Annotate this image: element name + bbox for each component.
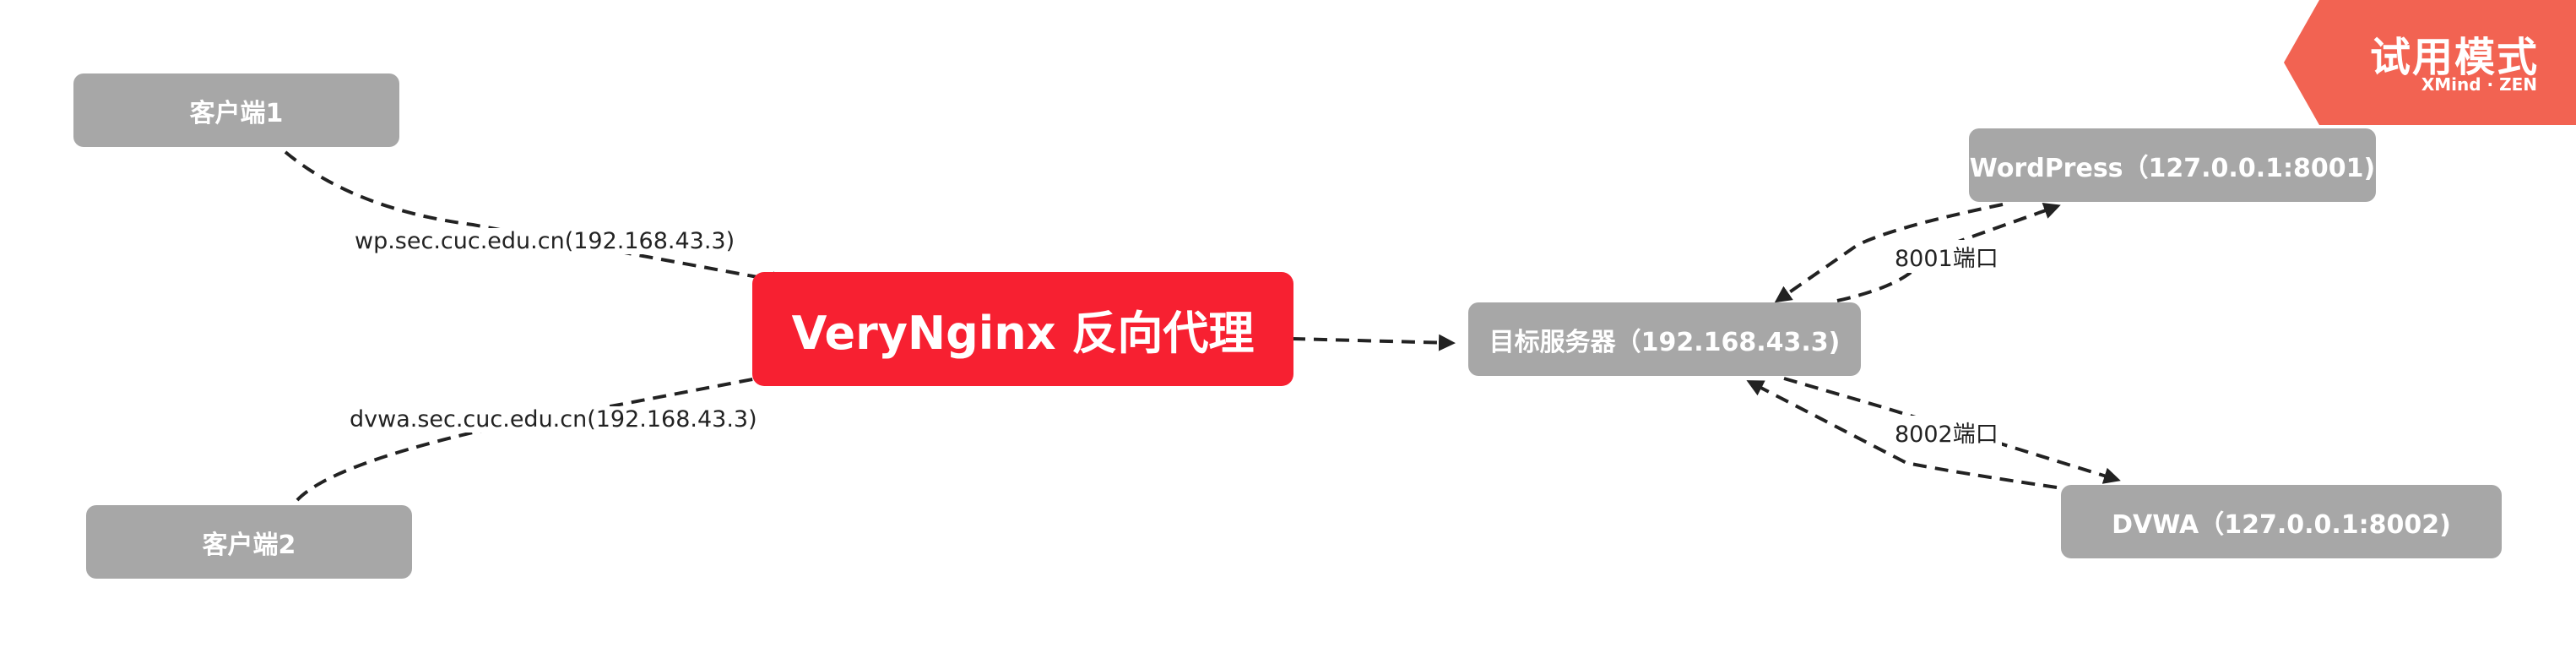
edge-center-to-target (1291, 334, 1456, 351)
watermark-subtitle: XMind · ZEN (2421, 74, 2537, 95)
client2-label: 客户端2 (202, 530, 296, 560)
edge-label-port-8001: 8001端口 (1891, 240, 2002, 273)
wordpress-node[interactable]: WordPress（127.0.0.1:8001) (1969, 128, 2376, 202)
client1-node[interactable]: 客户端1 (73, 73, 399, 147)
edge-label-port-8002: 8002端口 (1891, 416, 2002, 449)
target-server-label: 目标服务器（192.168.43.3) (1489, 327, 1841, 357)
dvwa-label: DVWA（127.0.0.1:8002) (2112, 509, 2451, 540)
dvwa-node[interactable]: DVWA（127.0.0.1:8002) (2061, 485, 2502, 558)
edge-wordpress-to-target (1774, 203, 2004, 303)
wordpress-label: WordPress（127.0.0.1:8001) (1969, 153, 2376, 183)
client2-node[interactable]: 客户端2 (86, 505, 412, 579)
edge-dvwa-to-target (1746, 380, 2058, 489)
watermark-banner-shape (2284, 0, 2576, 125)
edge-target-to-dvwa (1783, 377, 2121, 484)
edge-client1-to-center (284, 150, 789, 288)
trial-mode-watermark: 试用模式 XMind · ZEN (2284, 0, 2576, 125)
client1-label: 客户端1 (189, 98, 284, 128)
edge-label-dvwa-domain: dvwa.sec.cuc.edu.cn(192.168.43.3) (346, 406, 761, 433)
edge-client2-to-center (296, 367, 787, 502)
central-topic-label: VeryNginx 反向代理 (791, 307, 1255, 360)
watermark-title: 试用模式 (2369, 34, 2539, 81)
edge-label-wp-domain: wp.sec.cuc.edu.cn(192.168.43.3) (351, 228, 739, 254)
central-topic-node[interactable]: VeryNginx 反向代理 (752, 272, 1293, 386)
target-server-node[interactable]: 目标服务器（192.168.43.3) (1468, 302, 1861, 376)
